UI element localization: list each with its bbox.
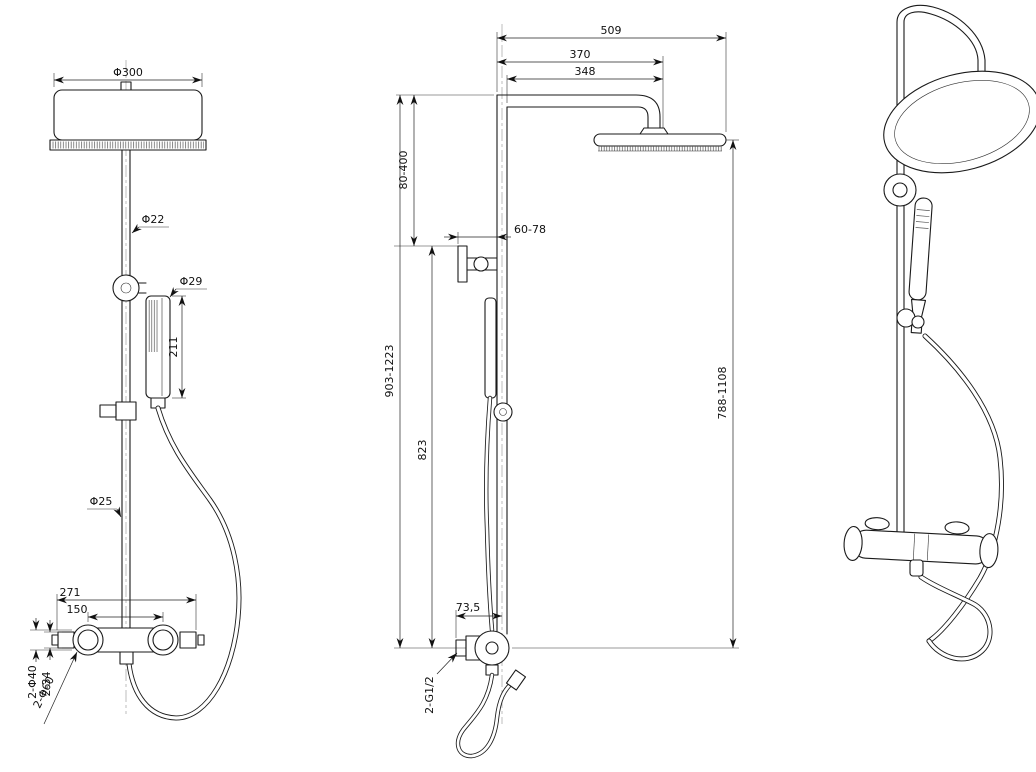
mixer-valve-front: [51, 624, 205, 656]
dim-label-overall-height: 903-1223: [383, 345, 396, 398]
shower-arm-side: [496, 94, 669, 135]
side-view: 509 370 348: [383, 24, 739, 759]
right-handle-3d: [979, 533, 999, 569]
dim-side-head-to-valve: 788-1108: [512, 139, 739, 649]
dim-side-overall-height: 903-1223: [383, 95, 472, 649]
dim-label-valve-centers: 150: [67, 603, 88, 616]
shower-hose-3d: [918, 333, 1004, 662]
hose-end-nut: [505, 669, 527, 691]
hose-outlet-3d: [909, 559, 924, 577]
riser-pipe-front: [121, 149, 131, 629]
dim-label-lower-pipe-diameter: Φ25: [90, 495, 113, 508]
dim-front-valve-centers: 150: [67, 603, 164, 622]
dim-label-handle-depth: 2-34: [40, 672, 53, 697]
shower-head-3d: [883, 70, 1036, 174]
hand-shower-holder-front: [112, 274, 147, 302]
dim-label-inlet-connection: 2-G1/2: [423, 676, 436, 714]
wall-flange-3d: [883, 173, 917, 207]
perspective-view: [843, 4, 1036, 662]
dim-label-head-to-valve: 788-1108: [716, 367, 729, 420]
dim-front-hand-shower-diameter: Φ29: [169, 275, 207, 298]
dim-label-pipe-diameter: Φ22: [142, 213, 165, 226]
shower-head-side: [593, 133, 727, 152]
dim-label-arm-reach-center: 348: [575, 65, 596, 78]
dim-label-valve-offset: 73,5: [456, 601, 481, 614]
dim-side-arm-reach-center: 348: [506, 65, 663, 103]
dim-front-valve-width: 271: [56, 586, 197, 630]
left-handle-3d: [843, 525, 863, 562]
front-view: Φ300 Φ22 Φ29: [26, 60, 242, 725]
dim-front-pipe-diameter: Φ22: [131, 213, 169, 234]
dim-front-handle-depth: 2-34: [40, 620, 62, 696]
dim-side-overall-depth: 509: [496, 24, 727, 132]
dim-label-handle-diameter: 2-Φ40: [26, 665, 39, 699]
dim-label-overall-depth: 509: [601, 24, 622, 37]
wall-bracket-side: [457, 245, 498, 283]
dim-label-head-diameter: Φ300: [113, 66, 143, 79]
dim-label-bracket-to-valve: 823: [416, 440, 429, 461]
dim-label-hand-shower-length: 211: [167, 337, 180, 358]
dim-label-arm-reach-outer: 370: [570, 48, 591, 61]
dim-front-lower-pipe-diameter: Φ25: [87, 495, 122, 518]
dim-label-bracket-depth: 60-78: [514, 223, 546, 236]
dim-label-hand-shower-diameter: Φ29: [180, 275, 203, 288]
dim-side-arm-to-bracket: 80-400: [394, 94, 494, 247]
dim-front-hand-shower-length: 211: [167, 295, 186, 399]
slider-clamp-front: [99, 401, 137, 421]
dim-label-arm-to-bracket: 80-400: [397, 151, 410, 190]
dim-front-head-diameter: Φ300: [53, 66, 203, 87]
spray-face-hatch-side: [598, 146, 722, 151]
left-wall-mount: [864, 517, 890, 531]
right-wall-mount: [944, 521, 970, 535]
right-handle: [152, 629, 174, 651]
shower-hose-front: [119, 405, 242, 721]
dim-side-bracket-to-valve: 823: [416, 246, 436, 648]
dim-side-bracket-depth: 60-78: [444, 223, 546, 244]
mixer-valve-side: [455, 630, 510, 676]
dim-side-valve-offset: 73,5: [455, 601, 502, 638]
spray-face-hatch: [52, 141, 204, 149]
dim-side-arm-reach-outer: 370: [497, 48, 664, 130]
shower-hose-side-loop: [455, 669, 527, 759]
shower-hose-side-upper: [484, 395, 495, 633]
left-handle: [77, 629, 99, 651]
hand-shower-hatch: [148, 300, 159, 352]
riser-pipe-side: [496, 94, 508, 635]
dim-label-valve-width: 271: [60, 586, 81, 599]
dim-side-inlet-connection: 2-G1/2: [423, 652, 458, 714]
shower-head-front: [49, 81, 207, 151]
hand-shower-front: [145, 295, 171, 409]
hand-shower-holder-3d: [896, 308, 925, 329]
hand-shower-side: [484, 297, 513, 422]
mixer-valve-3d: [843, 517, 999, 569]
hose-outlet-front: [119, 651, 134, 665]
